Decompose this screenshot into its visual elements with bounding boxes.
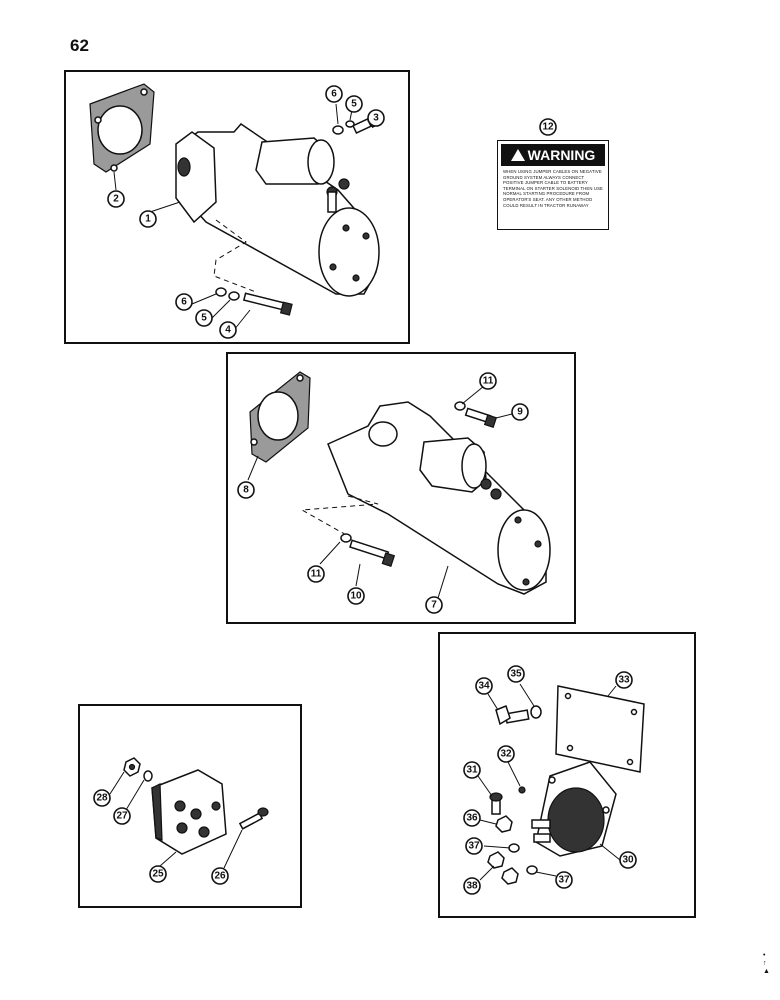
warning-body-text: WHEN USING JUMPER CABLES ON NEGATIVE GRO… bbox=[503, 169, 603, 208]
svg-text:28: 28 bbox=[96, 793, 108, 804]
corner-marks: • ↑ ▲ bbox=[763, 952, 770, 976]
svg-text:37: 37 bbox=[558, 875, 570, 886]
svg-text:37: 37 bbox=[468, 841, 480, 852]
svg-text:33: 33 bbox=[618, 675, 630, 686]
callout-25: 25 bbox=[149, 865, 167, 883]
callout-28: 28 bbox=[93, 789, 111, 807]
solenoid-30-drawing: 34 35 33 32 31 36 37 38 37 30 bbox=[463, 665, 645, 895]
callout-33: 33 bbox=[615, 671, 633, 689]
callout-4: 4 bbox=[219, 321, 237, 339]
mounting-plate-33 bbox=[555, 685, 645, 773]
svg-text:11: 11 bbox=[483, 376, 494, 387]
svg-text:7: 7 bbox=[431, 600, 437, 611]
svg-text:9: 9 bbox=[517, 407, 523, 418]
svg-text:31: 31 bbox=[466, 765, 478, 776]
svg-text:8: 8 bbox=[243, 485, 249, 496]
callout-38: 38 bbox=[463, 877, 481, 895]
starter-motor-panel-1: 6 5 3 2 1 6 5 4 bbox=[64, 70, 410, 344]
svg-text:26: 26 bbox=[214, 871, 226, 882]
callout-7: 7 bbox=[425, 596, 443, 614]
callout-6-top: 6 bbox=[325, 85, 343, 103]
callout-27: 27 bbox=[113, 807, 131, 825]
solenoid-panel-1: 28 27 25 26 bbox=[78, 704, 302, 908]
starter-motor-1-drawing: 6 5 3 2 1 6 5 4 bbox=[89, 83, 385, 339]
callout-12: 12 bbox=[539, 118, 557, 136]
solenoid-25 bbox=[151, 769, 227, 855]
callout-1: 1 bbox=[139, 210, 157, 228]
callout-5-top: 5 bbox=[345, 95, 363, 113]
corner-mark-arrow: ↑ bbox=[763, 960, 767, 967]
warning-heading-text: WARNING bbox=[527, 147, 596, 163]
warning-decal: WARNING WHEN USING JUMPER CABLES ON NEGA… bbox=[497, 140, 609, 230]
callout-11-top: 11 bbox=[479, 372, 497, 390]
warning-heading: WARNING bbox=[501, 144, 605, 166]
corner-mark-triangle: ▲ bbox=[763, 968, 770, 975]
callout-8: 8 bbox=[237, 481, 255, 499]
svg-text:5: 5 bbox=[201, 313, 207, 324]
svg-text:32: 32 bbox=[500, 749, 512, 760]
svg-text:10: 10 bbox=[350, 591, 362, 602]
callout-10: 10 bbox=[347, 587, 365, 605]
starter-motor-panel-2: 11 9 8 11 10 7 bbox=[226, 352, 576, 624]
gasket-2-bore bbox=[97, 105, 143, 155]
svg-text:4: 4 bbox=[225, 325, 231, 336]
callout-34: 34 bbox=[475, 677, 493, 695]
svg-text:25: 25 bbox=[152, 869, 164, 880]
callout-26: 26 bbox=[211, 867, 229, 885]
callout-32: 32 bbox=[497, 745, 515, 763]
svg-text:2: 2 bbox=[113, 194, 119, 205]
corner-mark-dot: • bbox=[763, 952, 766, 959]
svg-text:35: 35 bbox=[510, 669, 522, 680]
page-number: 62 bbox=[70, 36, 89, 55]
svg-text:36: 36 bbox=[466, 813, 478, 824]
callout-37-right: 37 bbox=[555, 871, 573, 889]
callout-2: 2 bbox=[107, 190, 125, 208]
callout-3: 3 bbox=[367, 109, 385, 127]
solenoid-25-drawing: 28 27 25 26 bbox=[93, 757, 269, 885]
callout-36: 36 bbox=[463, 809, 481, 827]
svg-text:27: 27 bbox=[116, 811, 128, 822]
svg-text:6: 6 bbox=[181, 297, 187, 308]
svg-text:38: 38 bbox=[466, 881, 478, 892]
callout-35: 35 bbox=[507, 665, 525, 683]
callout-37-left: 37 bbox=[465, 837, 483, 855]
svg-text:11: 11 bbox=[311, 569, 322, 580]
svg-text:6: 6 bbox=[331, 89, 337, 100]
svg-text:12: 12 bbox=[542, 122, 554, 133]
starter-motor-2-drawing: 11 9 8 11 10 7 bbox=[237, 371, 551, 614]
callout-6-bottom: 6 bbox=[175, 293, 193, 311]
svg-text:1: 1 bbox=[145, 214, 151, 225]
callout-31: 31 bbox=[463, 761, 481, 779]
svg-text:3: 3 bbox=[373, 113, 379, 124]
callout-5-bottom: 5 bbox=[195, 309, 213, 327]
svg-text:5: 5 bbox=[351, 99, 357, 110]
callout-9: 9 bbox=[511, 403, 529, 421]
callout-30: 30 bbox=[619, 851, 637, 869]
svg-text:34: 34 bbox=[478, 681, 490, 692]
warning-triangle-icon bbox=[510, 149, 525, 161]
solenoid-panel-2: 34 35 33 32 31 36 37 38 37 30 bbox=[438, 632, 696, 918]
callout-11-bottom: 11 bbox=[307, 565, 325, 583]
svg-text:30: 30 bbox=[622, 855, 634, 866]
